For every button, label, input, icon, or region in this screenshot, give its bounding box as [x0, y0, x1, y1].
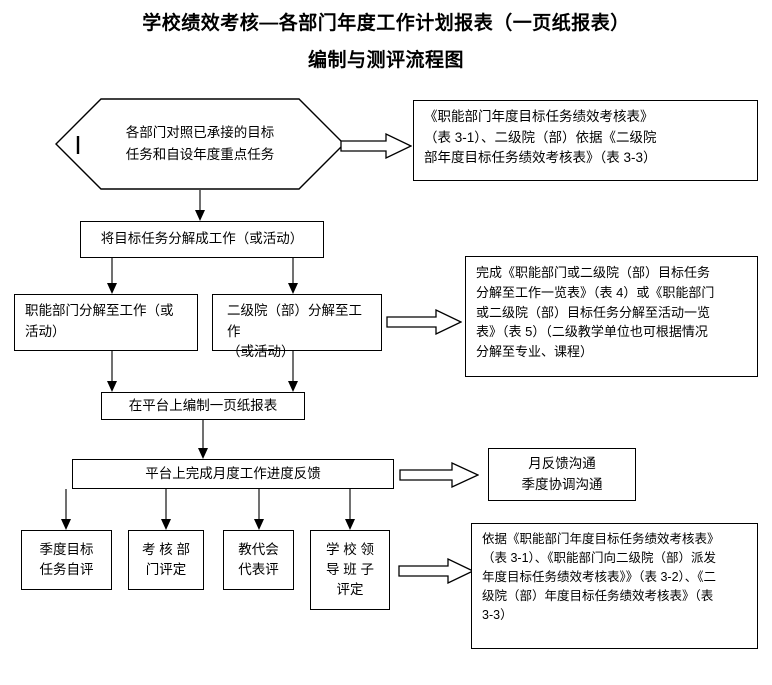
node-ref-top[interactable]: 《职能部门年度目标任务绩效考核表》 （表 3-1）、二级院（部）依据《二级院 部…	[413, 100, 758, 181]
node-platform-report[interactable]: 在平台上编制一页纸报表	[101, 392, 305, 420]
ref-bottom-line-1: 依据《职能部门年度目标任务绩效考核表》	[482, 532, 720, 546]
connector-dept-to-platform-report	[107, 351, 117, 392]
block-arrow-right-icon	[386, 309, 462, 335]
eval-self-line-1: 季度目标	[39, 541, 94, 557]
ref-bottom-line-3: 年度目标任务绩效考核表》》（表 3-2）、《二	[482, 570, 717, 584]
connector-decompose-to-dept	[107, 258, 117, 294]
connector-feedback-to-eval-dept	[161, 489, 171, 530]
decompose-task-label: 将目标任务分解成工作（或活动）	[100, 231, 304, 247]
node-start-hexagon[interactable]: 各部门对照已承接的目标 任务和自设年度重点任务	[55, 98, 345, 190]
page-title-line-1: 学校绩效考核—各部门年度工作计划报表（一页纸报表）	[142, 13, 630, 34]
eval-dept-line-1: 考 核 部	[141, 541, 190, 557]
eval-leaders-line-2: 导 班 子	[325, 561, 374, 577]
connector-feedback-to-eval-congress	[254, 489, 264, 530]
start-hexagon-text: 各部门对照已承接的目标 任务和自设年度重点任务	[55, 98, 345, 190]
ref-top-line-1: 《职能部门年度目标任务绩效考核表》	[424, 109, 654, 124]
connector-hexagon-to-decompose	[195, 190, 205, 221]
communication-line-2: 季度协调沟通	[521, 476, 603, 492]
connector-college-to-platform-report	[288, 351, 298, 392]
dept-decompose-line-1: 职能部门分解至工作（或	[25, 303, 174, 318]
ref-top-line-2: （表 3-1）、二级院（部）依据《二级院	[424, 129, 657, 145]
ref-middle-line-5: 分解至专业、课程）	[476, 344, 594, 359]
node-ref-middle[interactable]: 完成《职能部门或二级院（部）目标任务 分解至工作一览表》（表 4）或《职能部门 …	[465, 256, 758, 377]
connector-feedback-to-communication	[399, 462, 479, 488]
node-monthly-feedback[interactable]: 平台上完成月度工作进度反馈	[72, 459, 394, 489]
node-dept-decompose[interactable]: 职能部门分解至工作（或 活动）	[14, 294, 198, 351]
connector-eval-leaders-to-ref-bottom	[398, 558, 474, 584]
block-arrow-right-icon	[398, 558, 474, 584]
node-decompose-task[interactable]: 将目标任务分解成工作（或活动）	[80, 221, 324, 258]
ref-middle-line-4: 表》（表 5）（二级教学单位也可根据情况	[476, 324, 708, 340]
node-eval-dept[interactable]: 考 核 部 门评定	[128, 530, 204, 590]
ref-bottom-line-4: 级院（部）年度目标任务绩效考核表》（表	[482, 589, 714, 603]
platform-report-label: 在平台上编制一页纸报表	[128, 397, 278, 413]
node-college-decompose[interactable]: 二级院（部）分解至工作 （或活动）	[212, 294, 382, 359]
ref-middle-line-1: 完成《职能部门或二级院（部）目标任务	[476, 265, 711, 280]
node-ref-bottom[interactable]: 依据《职能部门年度目标任务绩效考核表》 （表 3-1）、《职能部门向二级院（部）…	[471, 523, 758, 649]
connector-college-to-ref-middle	[386, 309, 462, 335]
communication-line-1: 月反馈沟通	[528, 456, 596, 472]
node-eval-self[interactable]: 季度目标 任务自评	[21, 530, 112, 590]
college-decompose-line-2: （或活动）	[227, 344, 295, 360]
ref-bottom-line-5: 3-3）	[482, 608, 513, 622]
eval-self-line-2: 任务自评	[39, 562, 94, 577]
eval-dept-line-2: 门评定	[145, 562, 187, 577]
block-arrow-right-icon	[340, 133, 412, 159]
dept-decompose-line-2: 活动）	[25, 323, 66, 339]
college-decompose-line-1: 二级院（部）分解至工作	[227, 303, 362, 339]
node-eval-congress[interactable]: 教代会 代表评	[223, 530, 294, 590]
connector-feedback-to-eval-self	[61, 489, 71, 530]
monthly-feedback-label: 平台上完成月度工作进度反馈	[145, 465, 321, 481]
eval-leaders-line-3: 评定	[336, 582, 364, 598]
ref-middle-line-2: 分解至工作一览表》（表 4）或《职能部门	[476, 284, 715, 300]
connector-decompose-to-college	[288, 258, 298, 294]
hexagon-shape	[55, 98, 345, 190]
start-hexagon-line-1: 各部门对照已承接的目标	[125, 125, 275, 141]
connector-hexagon-to-ref-top	[340, 133, 412, 159]
ref-bottom-line-2: （表 3-1）、《职能部门向二级院（部）派发	[482, 551, 717, 565]
ref-top-line-3: 部年度目标任务绩效考核表》（表 3-3）	[424, 150, 657, 166]
block-arrow-right-icon	[399, 462, 479, 488]
ref-middle-line-3: 或二级院（部）目标任务分解至活动一览	[476, 304, 711, 320]
connector-feedback-to-eval-leaders	[345, 489, 355, 530]
page-title-line-2: 编制与测评流程图	[307, 50, 464, 71]
start-hexagon-line-2: 任务和自设年度重点任务	[125, 147, 275, 162]
node-eval-leaders[interactable]: 学 校 领 导 班 子 评定	[310, 530, 390, 610]
eval-congress-line-1: 教代会	[238, 541, 279, 557]
node-communication[interactable]: 月反馈沟通 季度协调沟通	[488, 448, 636, 501]
eval-leaders-line-1: 学 校 领	[325, 541, 374, 557]
eval-congress-line-2: 代表评	[238, 562, 279, 577]
connector-platform-report-to-feedback	[198, 420, 208, 459]
